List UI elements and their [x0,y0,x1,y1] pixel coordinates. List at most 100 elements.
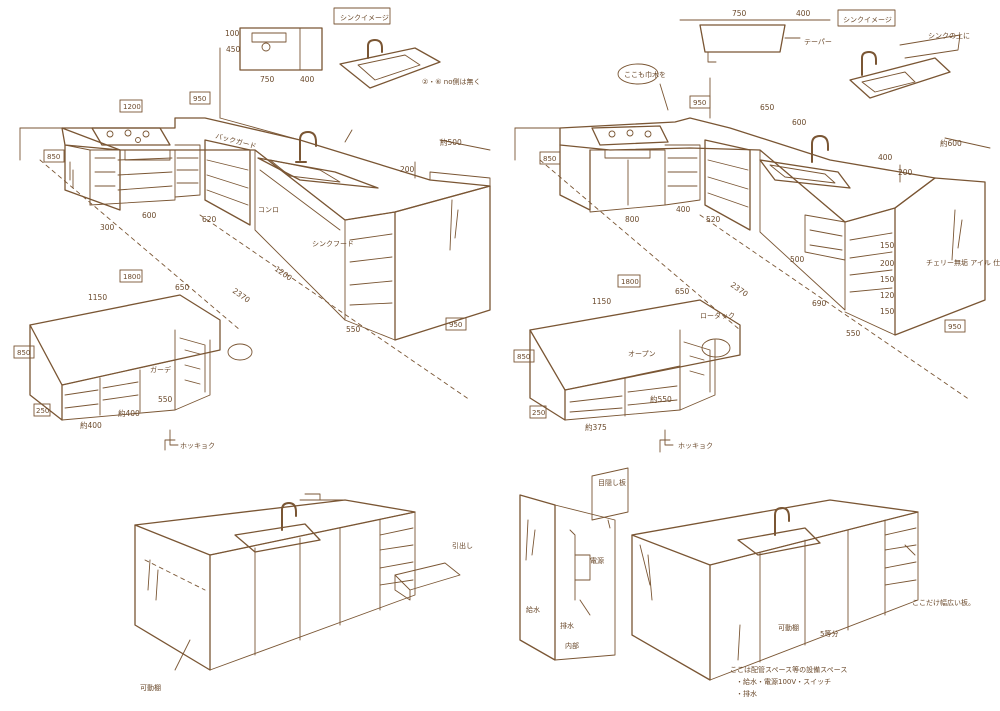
box-frame [689,95,711,109]
dim-650: 650 [175,283,190,292]
dim-box-250-rm: 250 [532,409,545,417]
left-bottom-labels: 引出し 可動棚 [140,541,473,692]
dim-box-850: 850 [17,349,30,357]
dim-550-r: 550 [846,329,861,338]
dim-500-r: 500 [790,255,805,264]
dim-620: 620 [202,215,217,224]
col-num-1: 150 [880,241,895,250]
dim-800-r: 800 [625,215,640,224]
dim-1150: 1150 [88,293,107,302]
note-line-2: ・給水・電源100V・スイッチ [736,677,831,686]
dim-200: 200 [400,165,415,174]
left-mid-drawing [29,294,253,451]
label-power: 電源 [590,556,604,565]
dim-ext-600: 約600 [940,138,962,148]
note-line-1: ここは配管スペース等の設備スペース [730,665,847,674]
dim-box-950-r: 950 [693,99,706,107]
label-drain: 排水 [560,621,574,630]
left-top-kitchen-drawing [19,7,491,401]
label-cherry-finish: チェリー無垢 アイル 仕上 [926,258,1000,267]
box-frame [513,349,535,363]
dim-1150-rm: 1150 [592,297,611,306]
label-backguard: バックガード [214,131,257,151]
dim-650-r: 650 [760,103,775,112]
box-frame [119,99,143,113]
dim-400a: 約400 [80,420,102,430]
label-five-equal: 5等分 [820,629,838,638]
box-frame [43,149,65,163]
dim-520-r: 520 [706,215,721,224]
left-mid-labels: 1800 850 250 1150 650 約400 約400 550 ガーデ … [13,269,215,450]
label-detail: ホッキョク [180,442,215,450]
dim-box-850-r: 850 [543,155,556,163]
dim-box-1800: 1800 [123,273,141,281]
dim-400b: 約400 [118,408,140,418]
dim-box-250: 250 [36,407,49,415]
label-adjustable-shelf: 可動棚 [140,683,161,692]
dim-550-rm: 約550 [650,394,672,404]
dim-1200: 1200 [273,264,294,282]
dim-750: 750 [732,9,747,18]
dim-600-r: 600 [792,118,807,127]
label-guard: ガーデ [150,365,171,374]
dim-box-1800-r: 1800 [621,278,639,286]
dim-400-top: 400 [796,9,811,18]
label-detail-rm: ホッキョク [678,442,713,450]
label-back: ロータック [700,311,735,320]
dim-650-rm: 650 [675,287,690,296]
label-open: オープン [628,350,656,358]
dim-400-r: 400 [878,153,893,162]
sink-dim-side: 450 [226,45,241,54]
dim-2370: 2370 [231,286,252,304]
col-num-3: 150 [880,275,895,284]
box-frame [33,403,51,417]
dim-2370-r: 2370 [729,280,750,298]
dim-box-850: 850 [47,153,60,161]
sink-image-title: シンクイメージ [340,14,389,22]
dim-600: 600 [142,211,157,220]
dim-box-950-b: 950 [449,321,462,329]
label-counter: コンロ [258,206,279,214]
col-num-2: 200 [880,259,895,268]
label-sink-hood: シンクフード [312,240,354,248]
dim-400b-r: 400 [676,205,691,214]
dim-550: 550 [346,325,361,334]
label-drawer: 引出し [452,541,473,550]
box-frame [13,345,35,359]
right-mid-labels: 1800 850 250 1150 650 約375 約550 オープン ロータ… [513,274,735,450]
dim-box-950: 950 [193,95,206,103]
sink-dim-a: 750 [260,75,275,84]
right-bottom-labels: 目隠し板 内部 電源 給水 排水 ここだけ幅広い板。 可動棚 5等分 ここは配管… [526,478,975,698]
sink-note: ②・⑥ no側は無く [422,77,481,86]
box-frame [944,319,966,333]
col-num-5: 150 [880,307,895,316]
label-water: 給水 [526,605,540,614]
sink-image-title-r: シンクイメージ [843,16,892,24]
dim-690-r: 690 [812,299,827,308]
right-top-labels: シンクイメージ 750 400 テーパー ここも巾木を シンクの上に 950 8… [539,9,1000,338]
label-inside: 内部 [565,641,579,650]
sink-dim-b: 400 [300,75,315,84]
box-frame [617,274,641,288]
dim-550: 550 [158,395,173,404]
dim-box-1200: 1200 [123,103,141,111]
dim-box-850-rm: 850 [517,353,530,361]
left-bottom-island-drawing [134,493,461,671]
dim-ext-500: 約500 [440,137,462,147]
right-bottom-drawing [519,467,919,681]
label-adjustable-shelf-r: 可動棚 [778,623,799,632]
dim-300: 300 [100,223,115,232]
box-frame [119,269,143,283]
box-frame [529,405,547,419]
box-frame [189,91,211,105]
right-top-kitchen-drawing [514,9,991,401]
dim-375-rm: 約375 [585,422,607,432]
note-line-3: ・排水 [736,689,757,698]
box-frame [445,317,467,331]
col-num-4: 120 [880,291,895,300]
label-here-kickboard: ここも巾木を [624,70,666,79]
dim-box-950-rb: 950 [948,323,961,331]
right-mid-drawing [529,299,741,453]
